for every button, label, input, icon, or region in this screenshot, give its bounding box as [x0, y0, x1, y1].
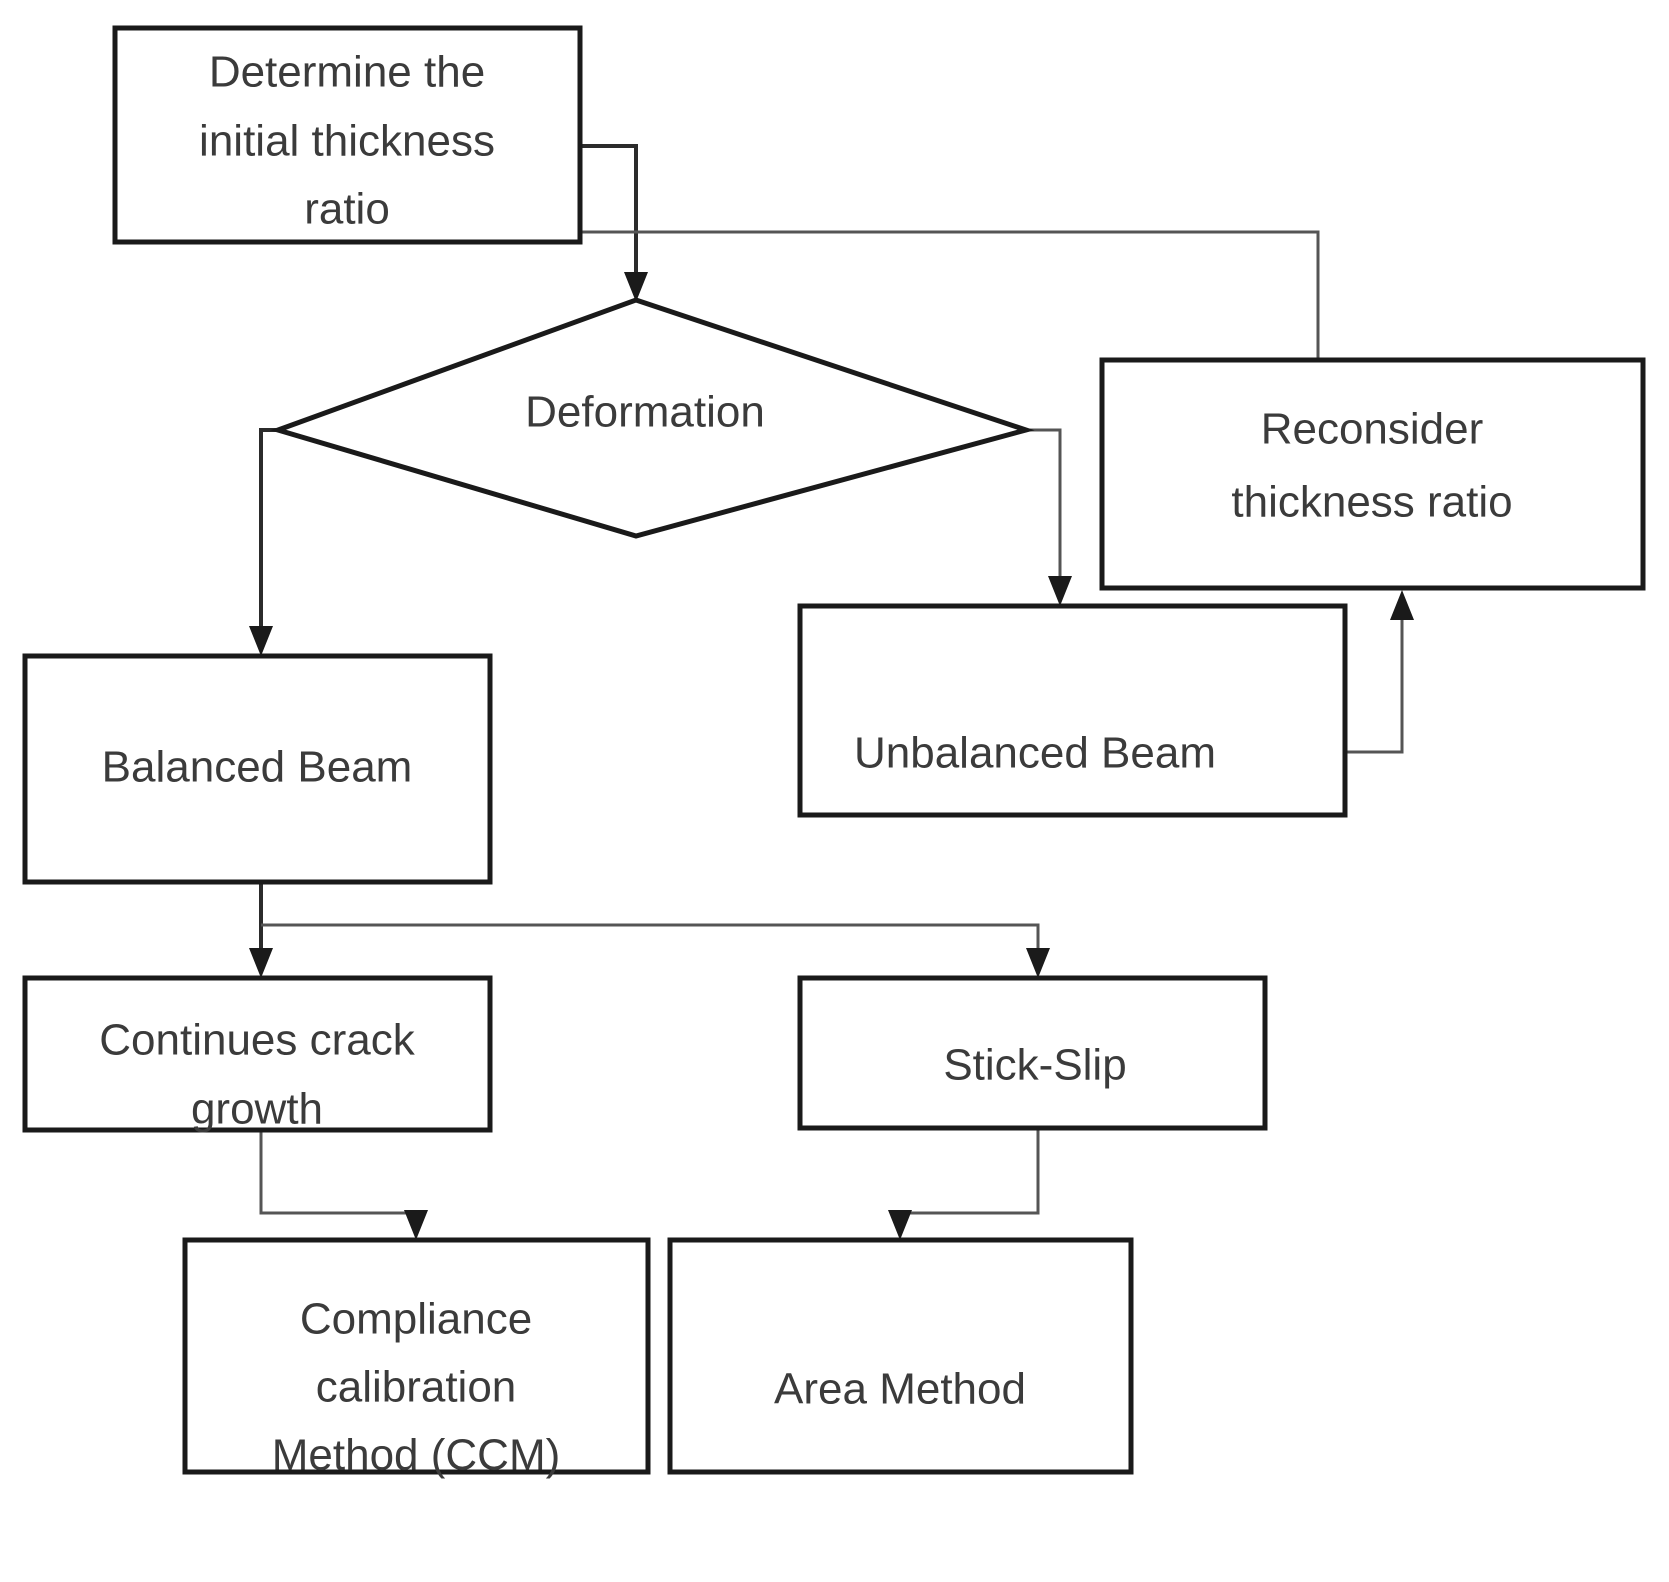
edge-continues-crack-growth-to-ccm [259, 1130, 428, 1240]
node-label-reconsider-line2: thickness ratio [1231, 478, 1512, 527]
edge-balanced-beam-to-stick-slip [261, 923, 1050, 978]
node-deformation-decision[interactable]: Deformation [270, 297, 1035, 539]
node-label-continues-line1: Continues crack [99, 1016, 415, 1065]
node-label-continues-line2: growth [191, 1085, 323, 1134]
edge-deformation-to-unbalanced-beam [1026, 428, 1072, 606]
node-label-ccm-line3: Method (CCM) [272, 1431, 561, 1480]
node-label-determine-line3: ratio [304, 185, 390, 234]
node-label-deformation: Deformation [525, 388, 765, 437]
node-balanced-beam[interactable]: Balanced Beam [22, 653, 493, 885]
edge-balanced-beam-to-continues-crack-growth [249, 882, 273, 978]
node-label-ccm-line1: Compliance [300, 1295, 532, 1344]
node-determine-initial-thickness-ratio[interactable]: Determine the initial thickness ratio [112, 25, 583, 245]
node-label-determine-line2: initial thickness [199, 117, 495, 166]
node-label-ccm-line2: calibration [316, 1363, 517, 1412]
edge-stick-slip-to-area-method [888, 1128, 1040, 1240]
node-label-area-method: Area Method [774, 1365, 1026, 1414]
edge-unbalanced-beam-to-reconsider [1345, 590, 1414, 754]
edge-determine-to-reconsider [580, 230, 1320, 360]
node-compliance-calibration-method[interactable]: Compliance calibration Method (CCM) [182, 1237, 651, 1480]
node-label-unbalanced-beam: Unbalanced Beam [854, 729, 1216, 778]
node-label-reconsider-line1: Reconsider [1261, 405, 1484, 454]
node-label-determine-line1: Determine the [209, 48, 485, 97]
edge-deformation-to-balanced-beam [249, 428, 278, 656]
node-label-stick-slip: Stick-Slip [943, 1041, 1126, 1090]
node-area-method[interactable]: Area Method [667, 1237, 1134, 1475]
edge-determine-to-deformation [580, 144, 648, 302]
node-unbalanced-beam[interactable]: Unbalanced Beam [797, 603, 1348, 818]
node-label-balanced-beam: Balanced Beam [102, 743, 413, 792]
node-stick-slip[interactable]: Stick-Slip [797, 975, 1268, 1131]
node-reconsider-thickness-ratio[interactable]: Reconsider thickness ratio [1099, 357, 1646, 591]
node-continues-crack-growth[interactable]: Continues crack growth [22, 975, 493, 1134]
